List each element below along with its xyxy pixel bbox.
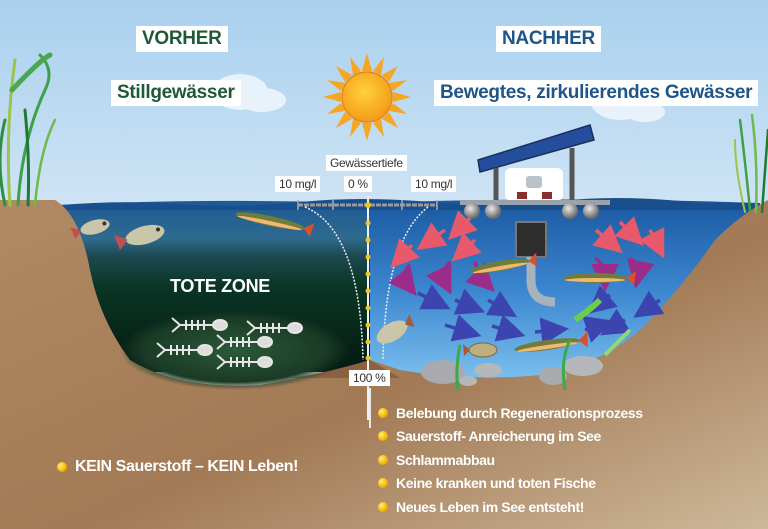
- bullet-icon: [378, 501, 388, 512]
- rocks-and-plants: [421, 297, 632, 391]
- surface-depth-label: 0 %: [344, 176, 372, 192]
- list-item: Schlammabbau: [378, 448, 643, 472]
- depth-title: Gewässertiefe: [326, 155, 407, 171]
- dead-fish-skeletons: [156, 317, 303, 370]
- fish-left-group: [70, 212, 315, 250]
- bullet-icon: [378, 407, 388, 418]
- after-subheading: Bewegtes, zirkulierendes Gewässer: [434, 80, 759, 106]
- lake-bed: [0, 200, 768, 529]
- list-item: Sauerstoff- Anreicherung im See: [378, 425, 643, 449]
- list-item: Neues Leben im See entsteht!: [378, 495, 643, 519]
- bullet-icon: [378, 454, 388, 465]
- sludge-deposit: [120, 310, 350, 390]
- list-item: Keine kranken und toten Fische: [378, 472, 643, 496]
- bullet-icon: [57, 461, 67, 472]
- bullet-icon: [378, 431, 388, 442]
- before-subheading: Stillgewässer: [111, 80, 241, 106]
- sun-icon: [323, 53, 411, 141]
- list-item: Belebung durch Regenerationsprozess: [378, 401, 643, 425]
- left-scale-label: 10 mg/l: [275, 176, 321, 192]
- fish-right-group: [376, 252, 636, 358]
- bullet-icon: [378, 478, 388, 489]
- right-scale-label: 10 mg/l: [411, 176, 457, 192]
- bottom-depth-label: 100 %: [349, 370, 390, 386]
- benefits-list: Belebung durch Regenerationsprozess Saue…: [378, 401, 643, 519]
- reeds-right: [734, 113, 768, 214]
- after-heading: NACHHER: [496, 26, 601, 52]
- solar-panel-icon: [477, 124, 595, 173]
- dead-zone-label: TOTE ZONE: [170, 276, 270, 296]
- before-statement: KEIN Sauerstoff – KEIN Leben!: [57, 455, 299, 479]
- reeds-left: [0, 52, 57, 207]
- solar-aerator: [460, 124, 610, 307]
- before-heading: VORHER: [136, 26, 228, 52]
